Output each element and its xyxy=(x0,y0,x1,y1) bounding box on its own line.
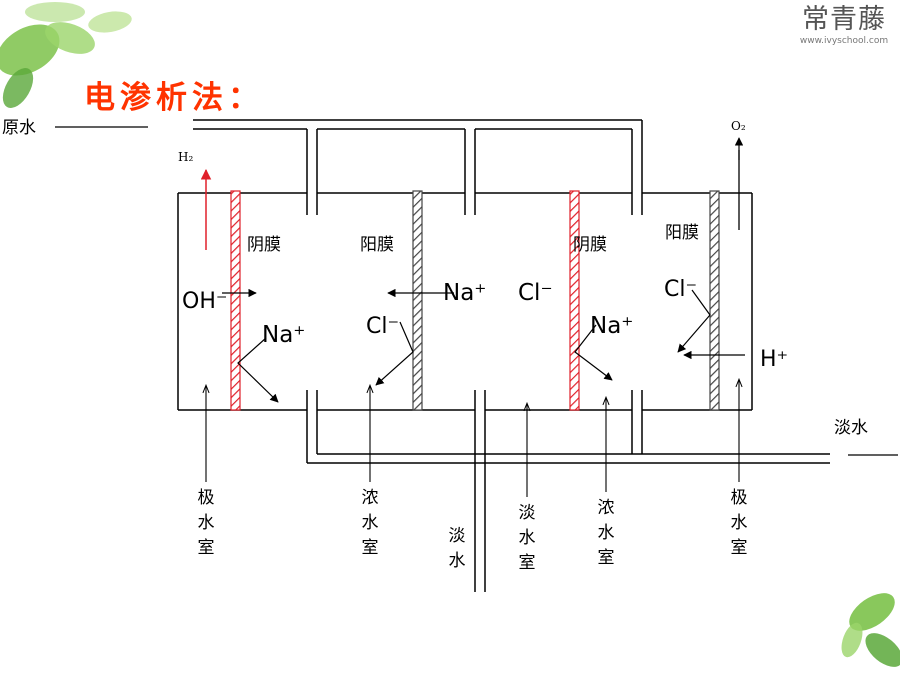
electrode-chamber-left-label: 极水室 xyxy=(198,488,215,558)
na-reflect-arrow-2 xyxy=(574,324,613,381)
leaf-decoration-bottom-right xyxy=(841,593,900,667)
h-ion-label: H⁺ xyxy=(760,347,788,372)
cl-ion-label-3: Cl⁻ xyxy=(664,277,697,302)
anion-membrane-label-2: 阴膜 xyxy=(573,235,607,255)
brand-url: www.ivyschool.com xyxy=(799,36,889,46)
cation-membrane-label-2: 阳膜 xyxy=(665,223,699,243)
anion-membrane-label-1: 阴膜 xyxy=(247,235,281,255)
cation-membrane-1 xyxy=(412,190,423,411)
na-ion-label-1: Na⁺ xyxy=(262,322,305,348)
anion-membrane-1 xyxy=(230,190,241,411)
raw-water-label: 原水 xyxy=(2,118,36,138)
slide-heading: 电渗析法： xyxy=(84,80,264,116)
h2-label: H₂ xyxy=(178,150,193,164)
anion-membrane-2 xyxy=(569,190,580,411)
cl-reflect-arrow-2 xyxy=(677,289,711,353)
brand-name: 常青藤 xyxy=(802,4,886,35)
cation-membrane-label-1: 阳膜 xyxy=(360,235,394,255)
fresh-water-outlet-label: 淡水 xyxy=(449,526,466,571)
tank-outline xyxy=(177,192,753,411)
cl-ion-label-center: Cl⁻ xyxy=(518,280,553,306)
concentrate-chamber-2-label: 浓水室 xyxy=(598,498,615,568)
na-reflect-arrow-1 xyxy=(237,337,279,403)
brand-logo: 常青藤 www.ivyschool.com xyxy=(790,4,898,46)
electrode-chamber-right-label: 极水室 xyxy=(731,488,748,558)
cl-reflect-arrow-1 xyxy=(375,321,414,386)
outlet-manifold xyxy=(306,390,830,592)
na-ion-label-center: Na⁺ xyxy=(443,280,486,306)
concentrate-chamber-1-label: 浓水室 xyxy=(362,488,379,558)
cation-membrane-2 xyxy=(709,190,720,411)
leaf-decoration-top-left xyxy=(0,2,132,108)
na-ion-label-2: Na⁺ xyxy=(590,313,633,339)
cl-ion-label-1: Cl⁻ xyxy=(366,314,399,339)
inlet-manifold xyxy=(193,119,643,215)
o2-label: O₂ xyxy=(731,119,746,133)
fresh-chamber-label: 淡水室 xyxy=(519,503,536,573)
oh-ion-label: OH⁻ xyxy=(182,289,227,314)
fresh-water-right-label: 淡水 xyxy=(834,418,868,438)
